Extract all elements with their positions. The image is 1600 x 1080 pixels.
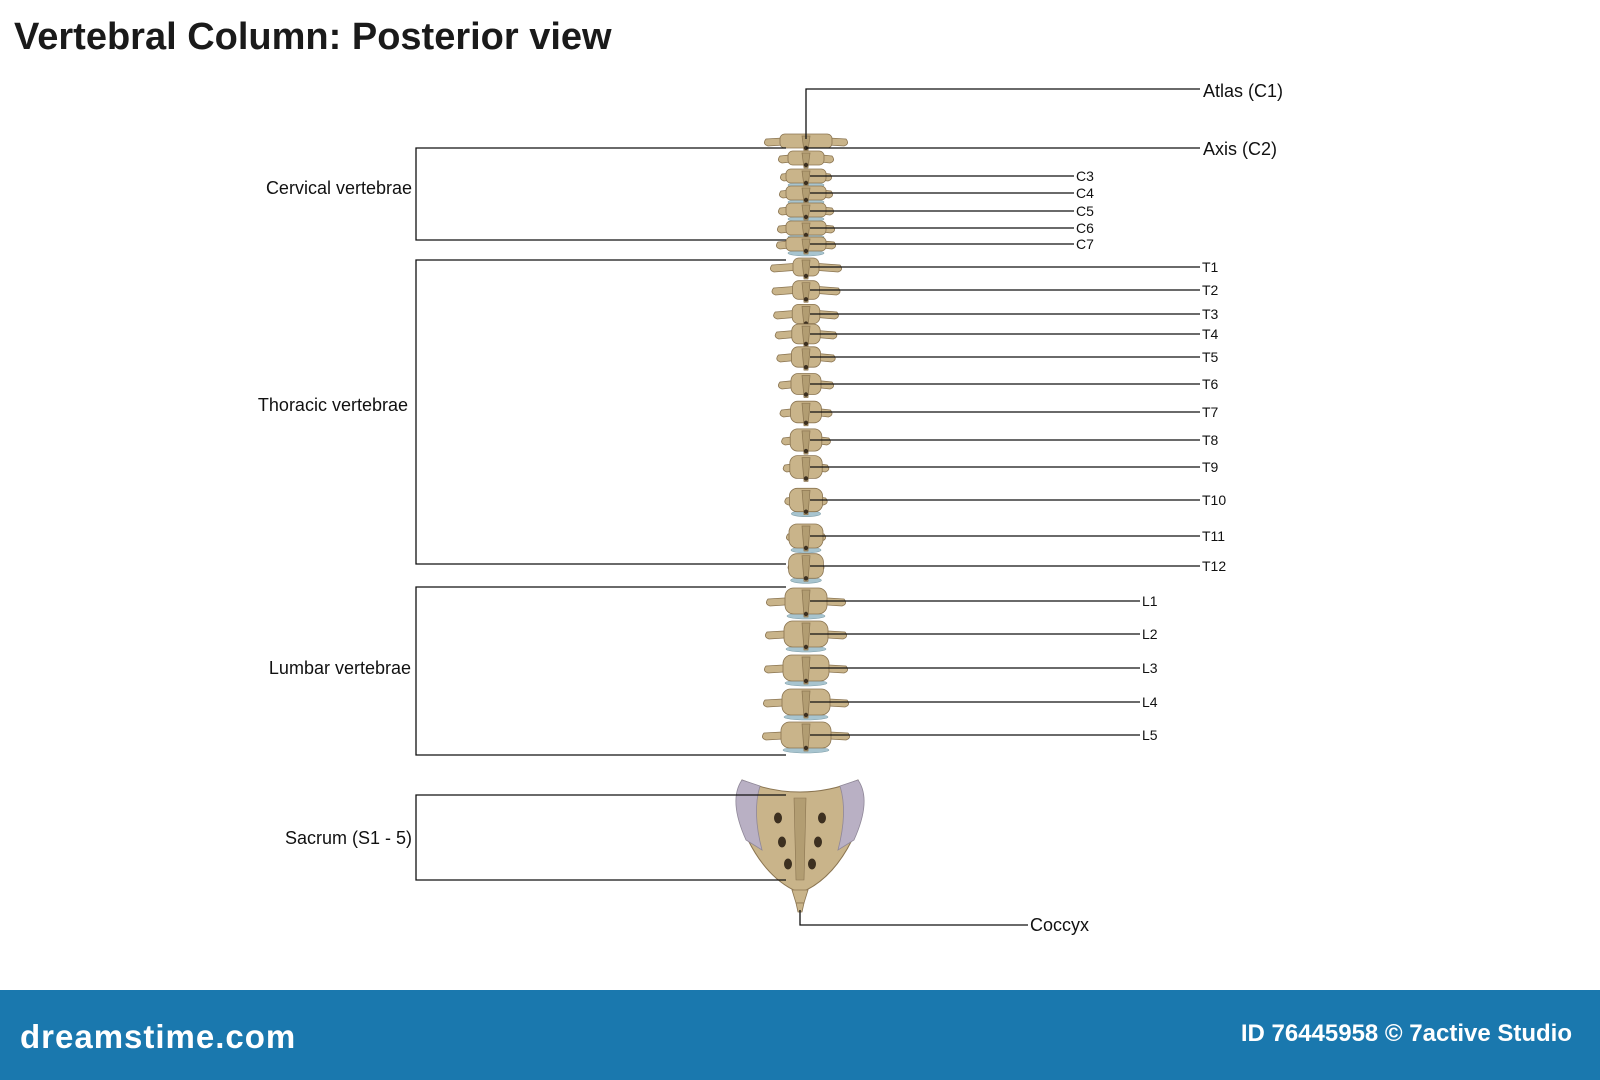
group-label-thoracic: Thoracic vertebrae xyxy=(258,395,408,415)
vertebra-l3 xyxy=(764,654,848,687)
vertebra-label-t8: T8 xyxy=(1202,432,1219,448)
vertebra-label-t1: T1 xyxy=(1202,259,1219,275)
vertebra-label-t7: T7 xyxy=(1202,404,1219,420)
vertebra-l4 xyxy=(763,688,849,721)
vertebra-t2 xyxy=(771,280,841,303)
vertebra-label-t3: T3 xyxy=(1202,306,1219,322)
vertebra-label-t6: T6 xyxy=(1202,376,1219,392)
vertebra-c4 xyxy=(779,185,833,206)
vertebra-t5 xyxy=(776,346,836,371)
vertebra-label-l3: L3 xyxy=(1142,660,1158,676)
group-label-cervical: Cervical vertebrae xyxy=(266,178,412,198)
leader-lines xyxy=(415,88,1200,926)
vertebra-l5 xyxy=(762,721,850,754)
vertebra-l2 xyxy=(765,620,847,653)
vertebra-t3 xyxy=(773,303,839,327)
page-title: Vertebral Column: Posterior view xyxy=(14,16,612,58)
leader-atlas xyxy=(805,88,1200,139)
vertebra-label-t2: T2 xyxy=(1202,282,1219,298)
vertebra-label-t9: T9 xyxy=(1202,459,1219,475)
vertebra-label-c3: C3 xyxy=(1076,168,1094,184)
vertebra-label-l2: L2 xyxy=(1142,626,1158,642)
vertebra-t9 xyxy=(782,455,830,482)
coccyx-bone xyxy=(791,889,809,913)
vertebra-t12 xyxy=(787,553,825,584)
footer-bar: dreamstime.com ID 76445958 © 7active Stu… xyxy=(0,990,1600,1080)
vertebra-t7 xyxy=(779,400,833,427)
stock-id-text: ID 76445958 © 7active Studio xyxy=(1240,1020,1572,1047)
spine-illustration xyxy=(735,133,865,913)
sacrum-bone xyxy=(735,779,865,894)
group-label-sacrum: Sacrum (S1 - 5) xyxy=(285,828,412,848)
vertebra-label-t11: T11 xyxy=(1202,528,1225,544)
vertebra-label-c7: C7 xyxy=(1076,236,1094,252)
vertebra-label-t10: T10 xyxy=(1202,492,1226,508)
vertebra-c5 xyxy=(778,202,834,223)
spine-diagram: Cervical vertebrae Thoracic vertebrae Lu… xyxy=(258,81,1283,935)
bracket-sacrum xyxy=(415,794,786,881)
label-atlas: Atlas (C1) xyxy=(1203,81,1283,101)
vertebra-label-l1: L1 xyxy=(1142,593,1158,609)
vertebra-t10 xyxy=(784,487,828,518)
vertebra-t8 xyxy=(781,428,831,455)
bracket-cervical xyxy=(415,147,786,241)
vertebra-t1 xyxy=(770,257,842,280)
leader-coccyx xyxy=(799,910,1028,926)
vertebra-label-t5: T5 xyxy=(1202,349,1219,365)
vertebra-axis xyxy=(778,150,834,169)
vertebra-label-c4: C4 xyxy=(1076,185,1094,201)
vertebra-l1 xyxy=(766,587,846,620)
bracket-lumbar xyxy=(415,586,786,756)
vertebra-t6 xyxy=(778,373,834,398)
vertebra-c7 xyxy=(776,236,836,257)
vertebra-label-l5: L5 xyxy=(1142,727,1158,743)
vertebra-t4 xyxy=(774,323,838,348)
vertebra-label-c6: C6 xyxy=(1076,220,1094,236)
label-coccyx: Coccyx xyxy=(1030,915,1089,935)
bracket-thoracic xyxy=(415,259,786,565)
vertebra-label-l4: L4 xyxy=(1142,694,1158,710)
dreamstime-logo: dreamstime.com xyxy=(20,1018,297,1055)
vertebra-label-t4: T4 xyxy=(1202,326,1219,342)
vertebra-c3 xyxy=(780,168,832,189)
vertebra-labels: C3C4C5C6C7T1T2T3T4T5T6T7T8T9T10T11T12L1L… xyxy=(1076,168,1226,743)
label-axis: Axis (C2) xyxy=(1203,139,1277,159)
group-label-lumbar: Lumbar vertebrae xyxy=(269,658,411,678)
vertebra-label-t12: T12 xyxy=(1202,558,1226,574)
vertebra-t11 xyxy=(786,523,826,554)
vertebra-label-c5: C5 xyxy=(1076,203,1094,219)
